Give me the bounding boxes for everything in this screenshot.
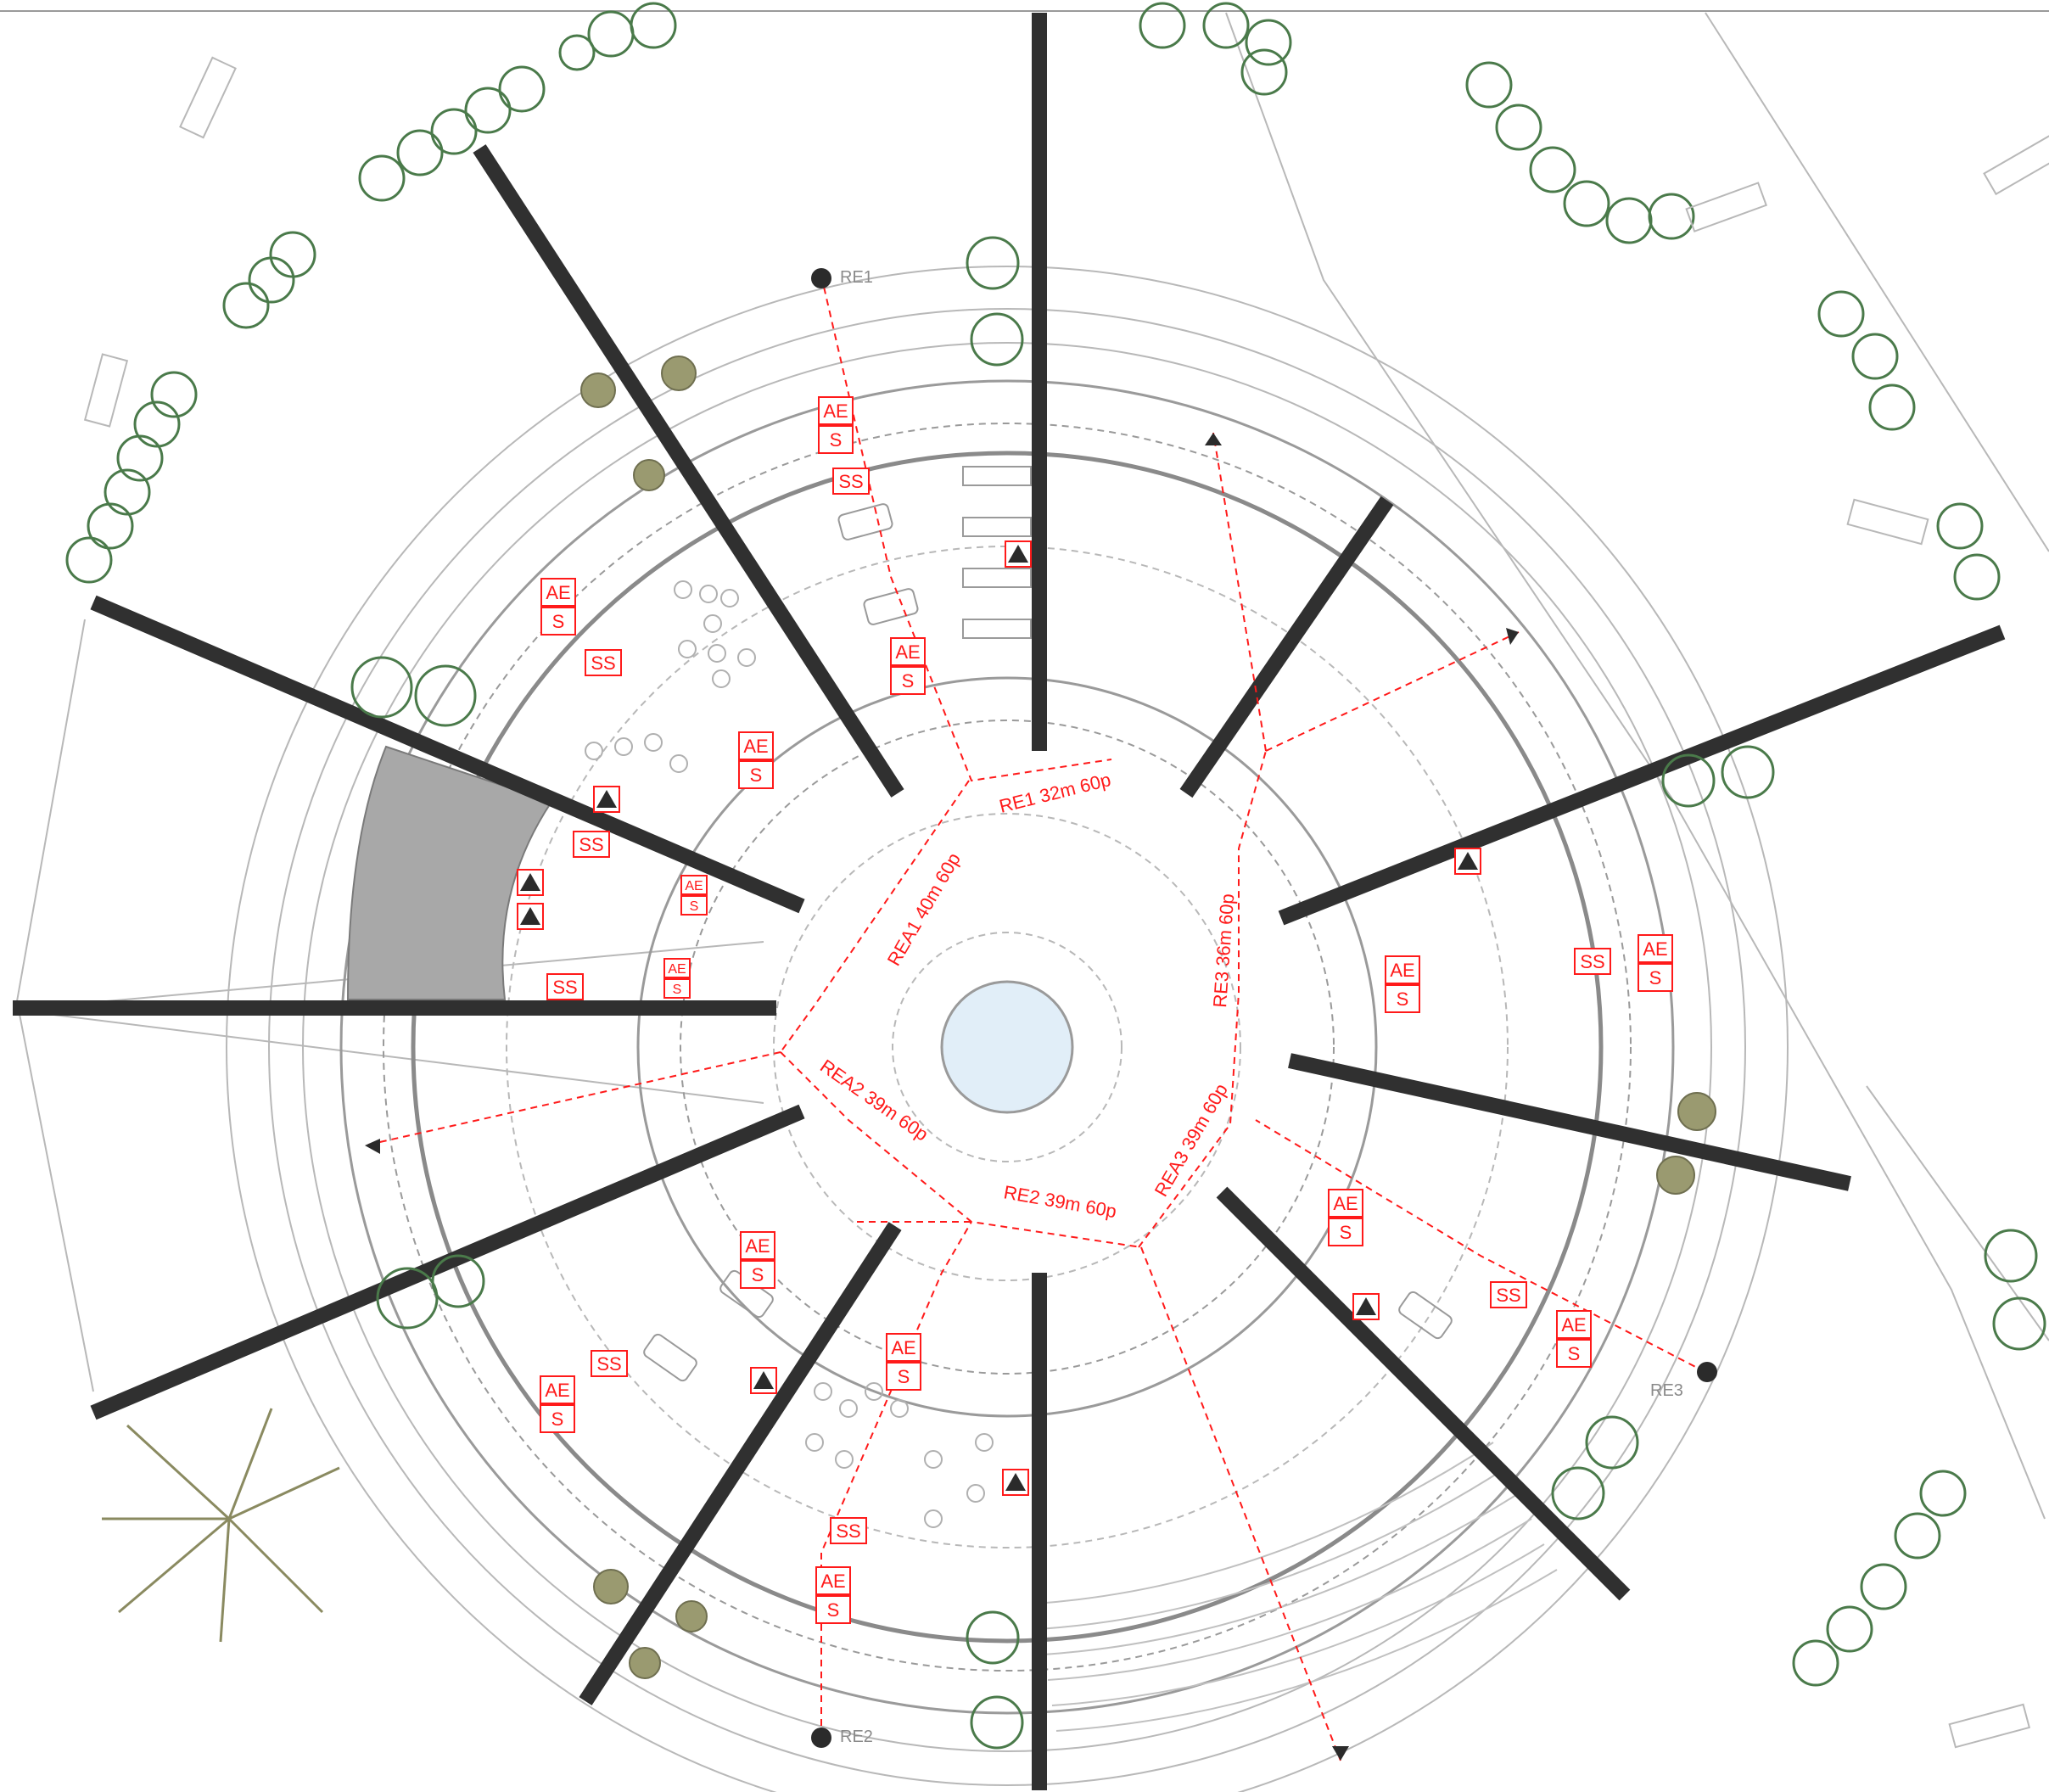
site-outlines (12, 12, 2049, 1520)
exit-label-re3: RE3 (1650, 1381, 1683, 1400)
route-label-re3: RE3 36m 60p (1209, 893, 1238, 1008)
svg-text:S: S (673, 983, 682, 997)
route-label-rea2: REA2 39m 60p (816, 1056, 932, 1145)
svg-text:AE: AE (1561, 1314, 1586, 1336)
large-tree (102, 1408, 340, 1643)
svg-text:S: S (1649, 967, 1662, 988)
svg-text:AE: AE (891, 1337, 915, 1358)
exit-points (811, 268, 1717, 1748)
svg-text:AE: AE (1333, 1193, 1358, 1214)
tables (643, 466, 1453, 1382)
seating (585, 580, 994, 1528)
benches (83, 56, 2049, 1749)
svg-text:AE: AE (546, 582, 570, 603)
vegetation (65, 2, 2046, 1750)
svg-text:SS: SS (1580, 951, 1604, 972)
svg-text:S: S (898, 1366, 910, 1387)
ae-s-signs: AE S AE S AE S AE S AE S AE S AE S AE S (540, 396, 1673, 1624)
shrubs (580, 356, 1716, 1679)
svg-text:S: S (902, 670, 915, 692)
svg-text:SS: SS (836, 1520, 860, 1542)
svg-text:AE: AE (668, 962, 686, 977)
svg-text:S: S (830, 429, 843, 451)
svg-text:S: S (1568, 1343, 1581, 1364)
svg-text:AE: AE (820, 1571, 845, 1592)
svg-text:AE: AE (1643, 938, 1667, 960)
svg-text:SS: SS (596, 1353, 621, 1375)
svg-text:SS: SS (579, 834, 603, 855)
route-label-rea1: REA1 40m 60p (883, 849, 965, 970)
svg-text:AE: AE (743, 736, 768, 757)
exit-point-re2 (811, 1728, 831, 1748)
svg-text:SS: SS (1496, 1285, 1520, 1306)
svg-text:S: S (752, 1264, 764, 1285)
exit-point-re3 (1697, 1362, 1717, 1382)
svg-text:S: S (1340, 1222, 1352, 1243)
exit-point-re1 (811, 268, 831, 288)
svg-text:SS: SS (552, 977, 577, 998)
svg-text:AE: AE (685, 879, 703, 893)
svg-text:AE: AE (745, 1235, 770, 1257)
route-arrow-tips (365, 433, 1519, 1761)
central-fountain (940, 980, 1074, 1114)
exit-label-re2: RE2 (840, 1728, 873, 1746)
svg-text:S: S (1397, 988, 1409, 1010)
extinguisher-markers (517, 540, 1481, 1496)
route-label-re2: RE2 39m 60p (1002, 1181, 1118, 1222)
svg-text:SS: SS (838, 471, 863, 492)
svg-text:AE: AE (895, 641, 920, 663)
svg-text:SS: SS (591, 652, 615, 674)
radial-walls (13, 13, 2006, 1790)
ss-signs: SS SS SS SS SS SS SS SS (546, 468, 1611, 1544)
svg-text:S: S (552, 611, 565, 632)
svg-text:S: S (690, 899, 699, 914)
svg-text:AE: AE (1390, 960, 1414, 981)
route-label-re1: RE1 32m 60p (997, 769, 1113, 817)
amphitheatre-steps (1034, 1442, 1558, 1732)
svg-text:S: S (750, 764, 763, 786)
svg-text:AE: AE (545, 1380, 569, 1401)
ramp (346, 745, 553, 1000)
svg-text:AE: AE (823, 400, 848, 422)
route-label-rea3: REA3 39m 60p (1150, 1080, 1232, 1201)
evacuation-routes (364, 275, 1706, 1761)
exit-label-re1: RE1 (840, 268, 873, 287)
svg-text:S: S (551, 1408, 564, 1430)
concentric-rings (226, 266, 1789, 1792)
svg-text:S: S (827, 1599, 840, 1621)
